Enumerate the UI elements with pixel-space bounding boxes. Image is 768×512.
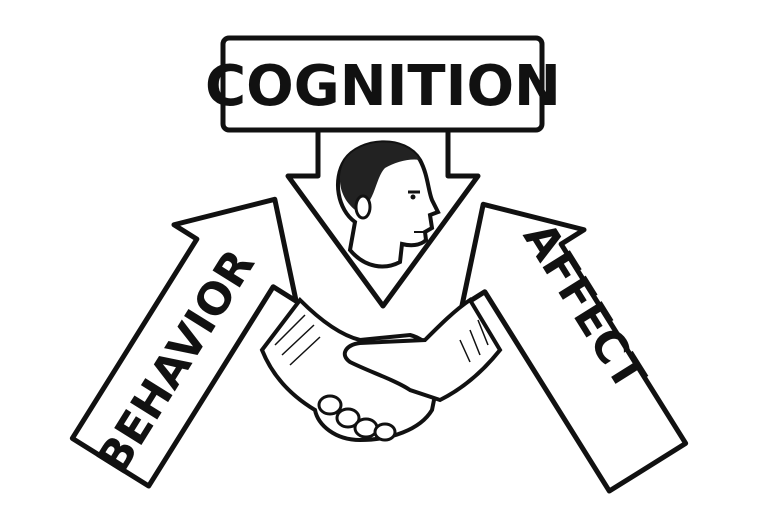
handshake-illustration [259, 296, 503, 443]
cognition-label: COGNITION [205, 54, 561, 119]
ear [354, 194, 372, 220]
hair [339, 142, 420, 212]
cognition-box [220, 35, 545, 133]
head-illustration [336, 140, 441, 269]
